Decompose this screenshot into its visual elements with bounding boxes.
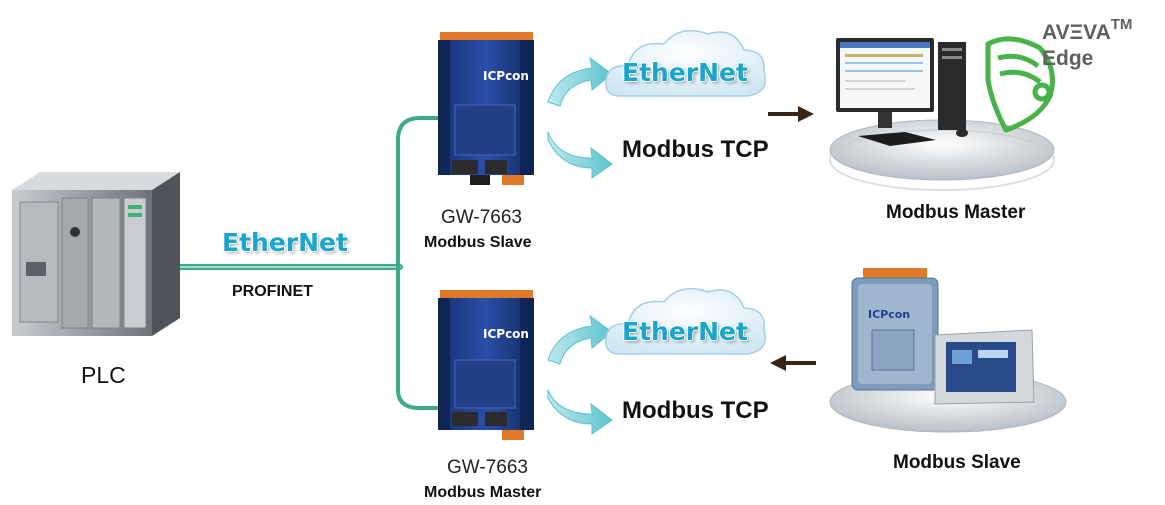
aveva-product: Edge (1042, 47, 1094, 70)
pc-modbus-master-label: Modbus Master (886, 202, 1026, 223)
svg-text:ICPcon: ICPcon (483, 69, 529, 83)
plc-device (12, 172, 180, 336)
gateway-top-model: GW-7663 (441, 207, 522, 228)
aveva-brand-text: AVΞVATM Edge (1042, 14, 1132, 72)
main-ethernet-label: EtherNet (222, 228, 348, 257)
gateway-device-bottom: ICPcon (438, 290, 534, 440)
arrow-to-master-icon (768, 106, 814, 122)
aveva-edge-logo (985, 36, 1055, 133)
modbus-tcp-top-label: Modbus TCP (622, 136, 769, 163)
modbus-tcp-bottom-label: Modbus TCP (622, 397, 769, 424)
profinet-wire (177, 116, 442, 410)
ethernet-cloud-bottom (605, 287, 766, 355)
gateway-bottom-role: Modbus Master (424, 484, 542, 501)
gateway-device-top: ICPcon (438, 32, 534, 185)
cloud-top-ethernet-label: EtherNet (622, 58, 748, 87)
gateway-top-role: Modbus Slave (424, 234, 532, 251)
curved-arrows-bottom (547, 314, 613, 435)
profinet-label: PROFINET (232, 283, 313, 300)
io-modbus-slave-label: Modbus Slave (893, 452, 1021, 473)
plc-label: PLC (81, 362, 126, 388)
arrow-from-slave-icon (770, 355, 816, 371)
gateway-bottom-model: GW-7663 (447, 457, 528, 478)
aveva-tm: TM (1110, 16, 1133, 33)
ethernet-cloud-top (605, 29, 766, 97)
cloud-bottom-ethernet-label: EtherNet (622, 317, 748, 346)
pc-workstation (829, 38, 1055, 191)
io-module-and-panel: ICPcon (829, 268, 1067, 433)
svg-text:ICPcon: ICPcon (483, 327, 529, 341)
aveva-brand: AVΞVA (1042, 21, 1111, 44)
svg-text:ICPcon: ICPcon (868, 308, 910, 321)
curved-arrows-top (547, 56, 613, 179)
